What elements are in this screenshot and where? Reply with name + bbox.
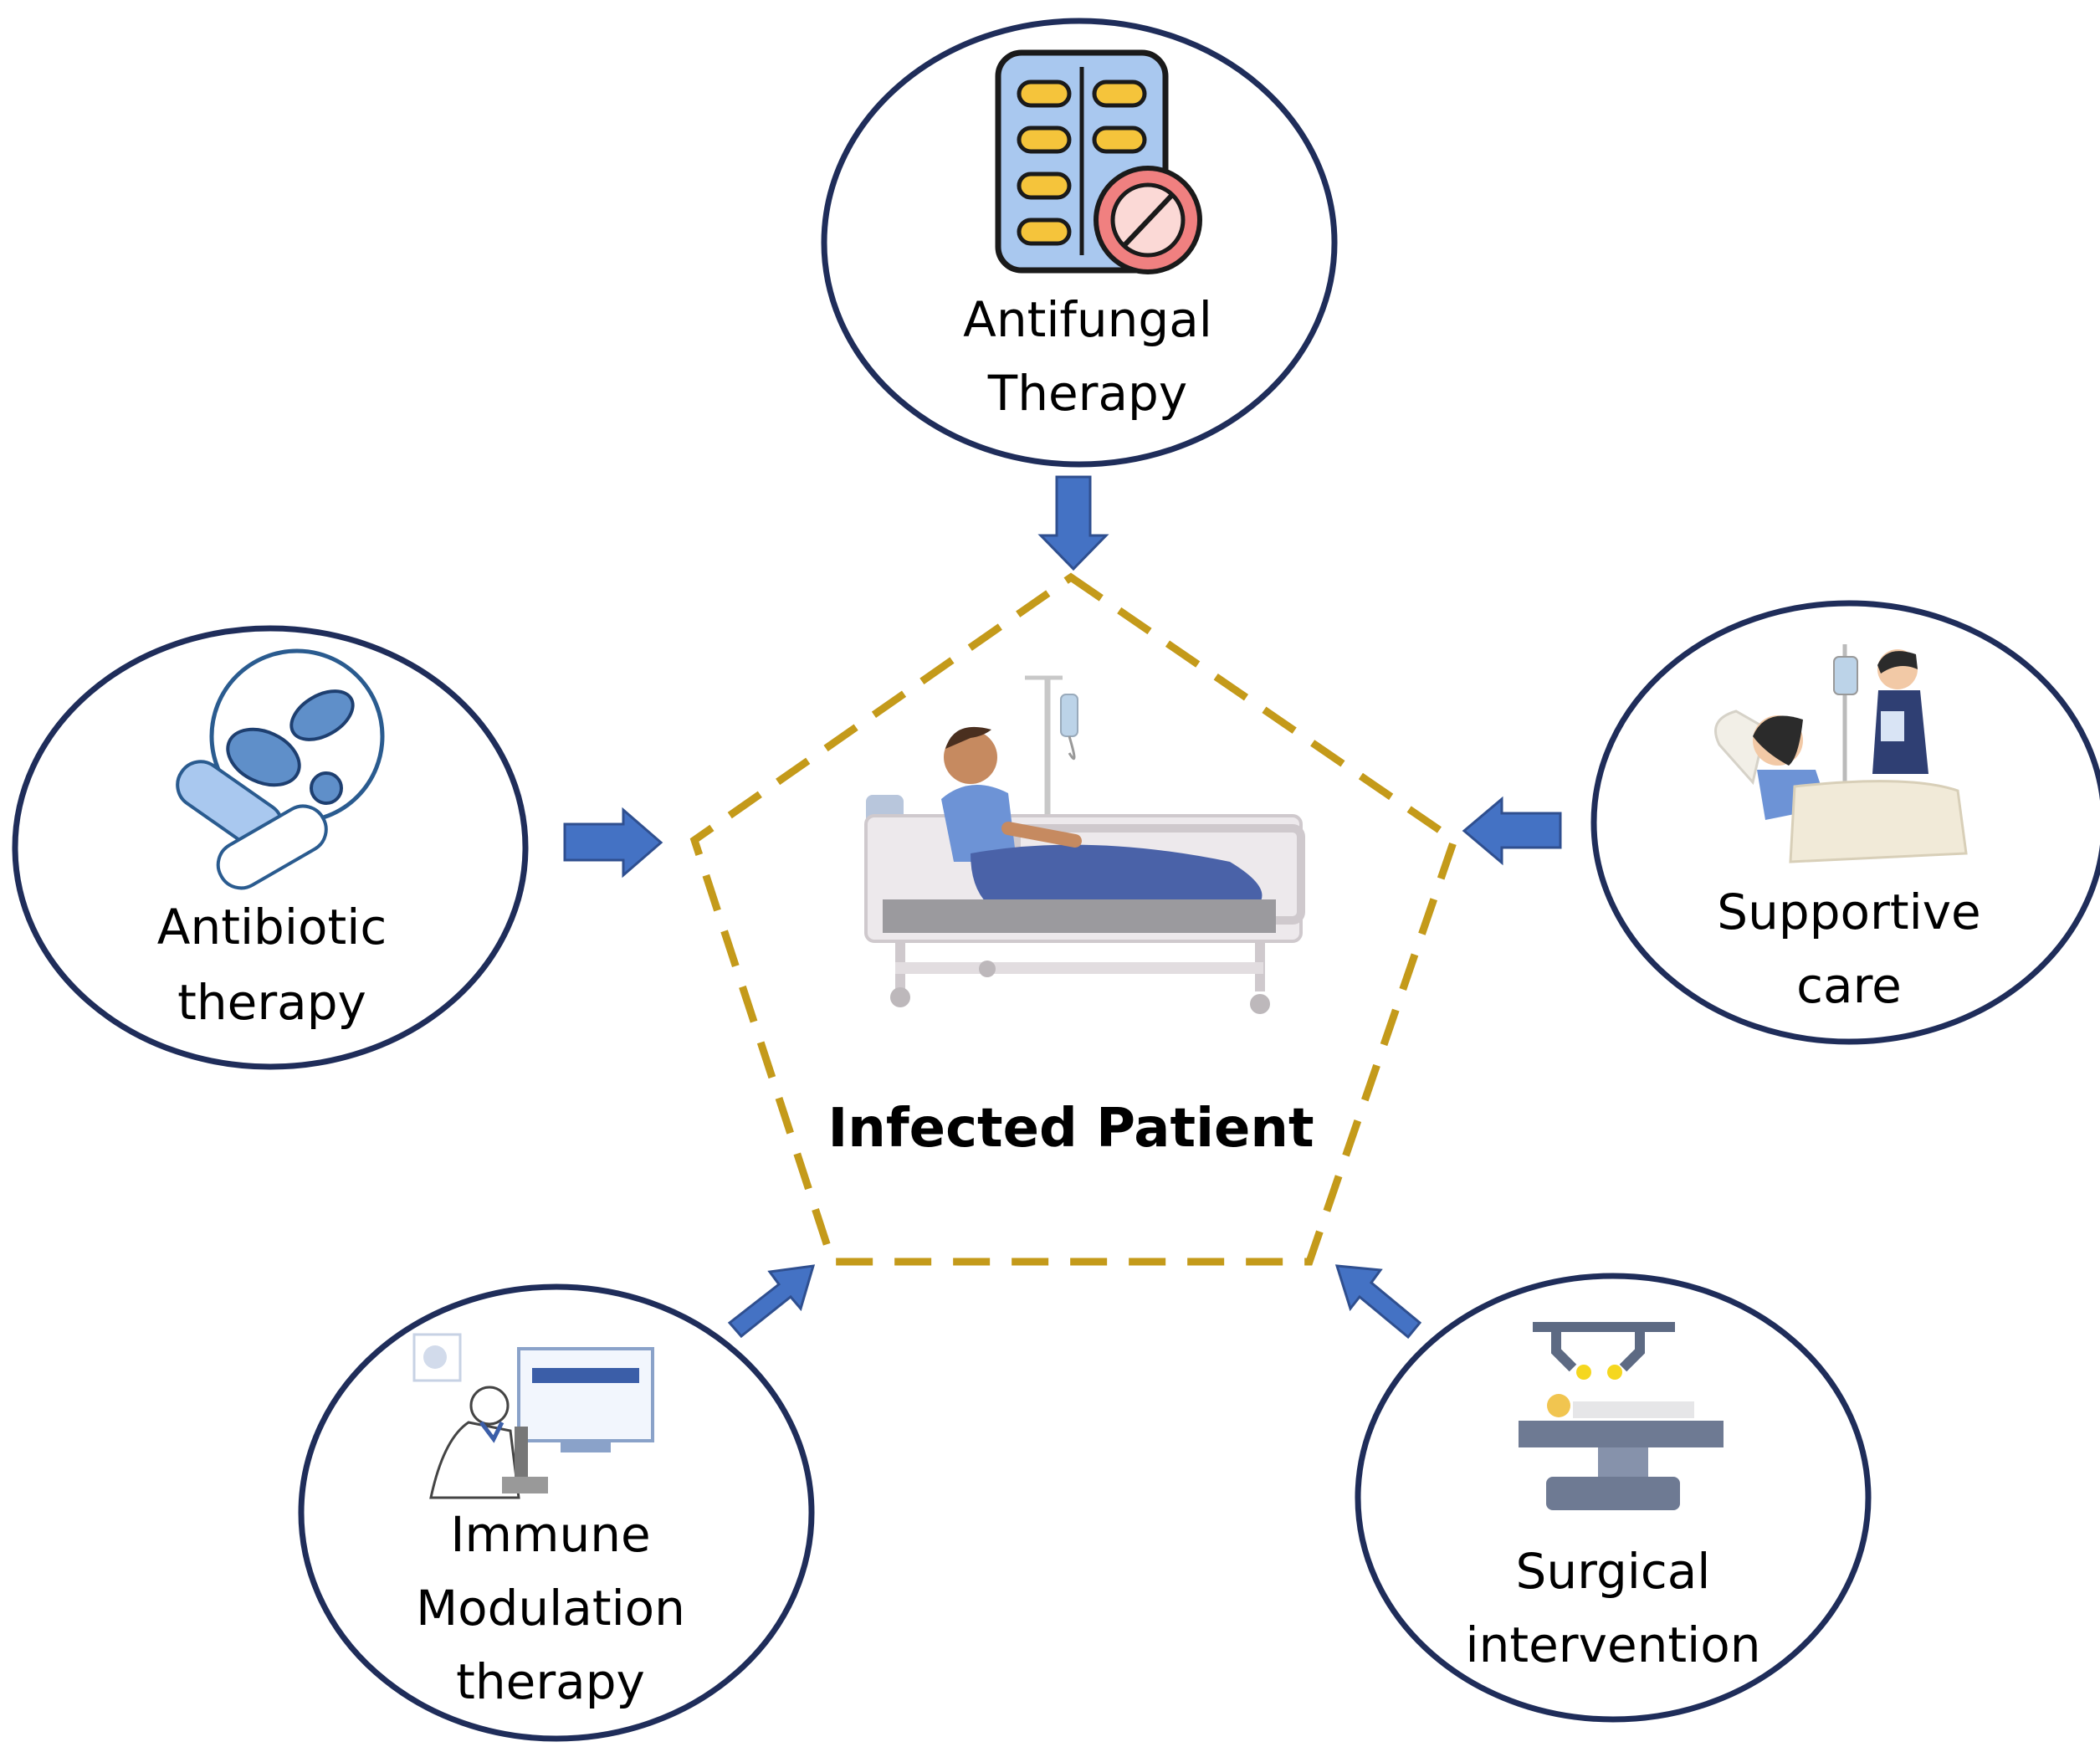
supportive-label-line2: care — [1796, 957, 1902, 1014]
surgical-label-line2: intervention — [1465, 1616, 1760, 1673]
antifungal-label-line1: Antifungal — [963, 291, 1212, 348]
arrow-supportive — [1462, 796, 1562, 866]
surgical-label-line1: Surgical — [1516, 1543, 1711, 1600]
center-label: Infected Patient — [827, 1098, 1314, 1160]
operating-table-icon — [1519, 1322, 1724, 1510]
arrow-surgical — [1334, 1264, 1422, 1340]
scientist-microscope-icon — [412, 1333, 654, 1499]
immune-label-line2: Modulation — [416, 1580, 685, 1637]
center-pentagon — [689, 572, 1459, 1266]
arrow-antifungal — [1037, 475, 1109, 571]
antibiotic-label-line2: therapy — [177, 974, 366, 1031]
node-surgical: Surgical intervention — [1355, 1273, 1872, 1723]
arrow-immune — [727, 1264, 816, 1339]
immune-label-line3: therapy — [456, 1653, 645, 1710]
node-immune: Immune Modulation therapy — [298, 1283, 815, 1742]
arrow-antibiotic — [563, 807, 663, 879]
bacteria-capsule-icon — [176, 648, 385, 890]
supportive-label-line1: Supportive — [1717, 884, 1980, 940]
nurse-and-patient-icon — [1714, 644, 1968, 863]
node-antibiotic: Antibiotic therapy — [12, 625, 529, 1070]
antibiotic-label-line1: Antibiotic — [157, 899, 387, 955]
antifungal-label-line2: Therapy — [987, 365, 1187, 422]
immune-label-line1: Immune — [450, 1506, 650, 1563]
node-antifungal: Antifungal Therapy — [821, 18, 1338, 468]
antifungal-pill-blister-icon — [995, 49, 1202, 274]
patient-in-hospital-bed-icon — [864, 675, 1305, 1014]
node-supportive: Supportive care — [1590, 600, 2100, 1045]
